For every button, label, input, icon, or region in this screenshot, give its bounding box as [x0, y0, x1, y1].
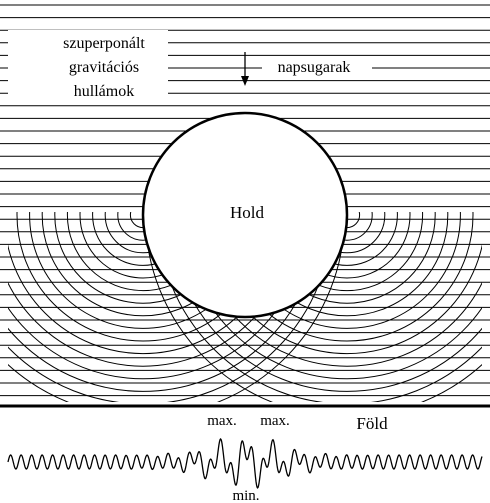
sunrays-label: napsugarak: [278, 59, 351, 76]
min-label: min.: [232, 488, 259, 503]
earth-tidal-wave: [8, 439, 482, 488]
earth-label: Föld: [356, 414, 388, 433]
waves-label-line2: gravitációs: [69, 59, 139, 76]
max-label-left: max.: [207, 413, 237, 429]
waves-label-line1: szuperponált: [63, 35, 145, 52]
waves-label-line3: hullámok: [74, 83, 134, 100]
moon-label: Hold: [230, 203, 265, 222]
max-label-right: max.: [260, 413, 290, 429]
